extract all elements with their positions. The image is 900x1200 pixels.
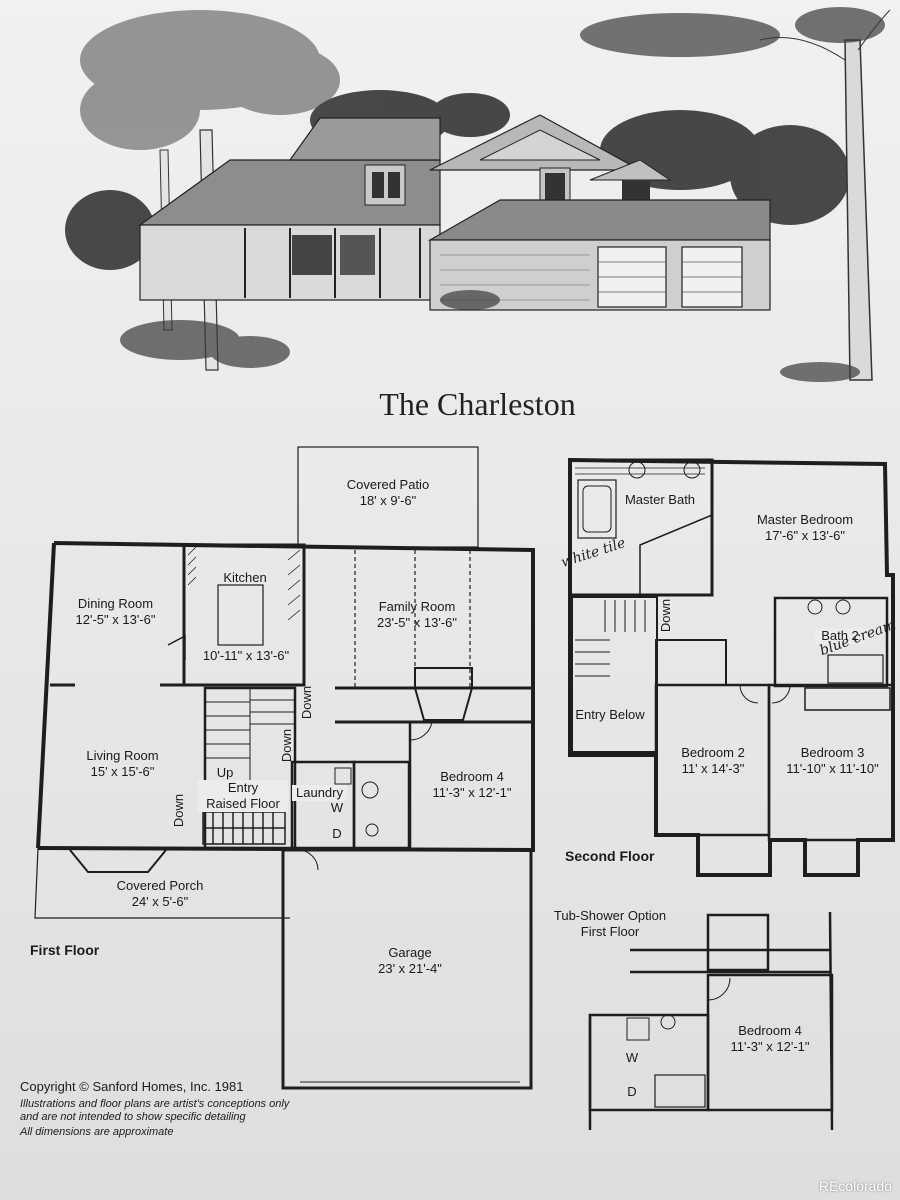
stairs-down-label-3: Down — [171, 793, 187, 828]
house-illustration — [50, 7, 891, 382]
garage-name: Garage — [388, 945, 432, 960]
second-floor-stairs-down-label: Down — [658, 598, 674, 633]
entry-below-label: Entry Below — [575, 707, 645, 722]
bedroom3-name: Bedroom 3 — [800, 745, 865, 760]
covered-porch-dim: 24' x 5'-6" — [131, 894, 189, 909]
living-room-label: Living Room 15' x 15'-6" — [70, 748, 175, 780]
dining-room-label: Dining Room 12'-5" x 13'-6" — [58, 596, 173, 628]
family-room-name: Family Room — [378, 599, 456, 614]
tub-option-label: Tub-Shower Option First Floor — [540, 908, 680, 940]
tub-option-title: Tub-Shower Option — [553, 908, 667, 923]
stairs-up-label: Up — [216, 765, 234, 780]
tub-bedroom4-name: Bedroom 4 — [738, 1023, 802, 1038]
covered-patio-dim: 18' x 9'-6" — [359, 493, 417, 508]
dryer-label: D — [332, 826, 342, 841]
bedroom2-dim: 11' x 14'-3" — [681, 761, 745, 776]
bedroom4-dim: 11'-3" x 12'-1" — [432, 785, 512, 800]
covered-patio-label: Covered Patio 18' x 9'-6" — [318, 477, 458, 509]
tub-washer-label: W — [625, 1050, 639, 1065]
watermark: REcolorado — [818, 1178, 892, 1194]
kitchen-dim: 10'-11" x 13'-6" — [202, 648, 290, 663]
entry-name: Entry — [227, 780, 259, 795]
tub-bedroom4-dim: 11'-3" x 12'-1" — [730, 1039, 810, 1054]
master-bedroom-label: Master Bedroom 17'-6" x 13'-6" — [745, 512, 865, 544]
tub-dryer-label: D — [627, 1084, 637, 1099]
entry-label: Entry Raised Floor — [198, 780, 288, 812]
bath2-label: Bath 2 — [815, 628, 865, 644]
disclaimer-line-2: and are not intended to show specific de… — [20, 1111, 246, 1123]
bedroom4-name: Bedroom 4 — [440, 769, 504, 784]
covered-patio-name: Covered Patio — [346, 477, 430, 492]
covered-porch-label: Covered Porch 24' x 5'-6" — [95, 878, 225, 910]
disclaimer-line-1: Illustrations and floor plans are artist… — [20, 1098, 290, 1110]
disclaimer-line-3: All dimensions are approximate — [20, 1126, 174, 1138]
plan-title: The Charleston — [379, 386, 576, 422]
garage-label: Garage 23' x 21'-4" — [355, 945, 465, 977]
tub-bedroom4-label: Bedroom 4 11'-3" x 12'-1" — [720, 1023, 820, 1055]
dining-room-name: Dining Room — [77, 596, 154, 611]
garage-dim: 23' x 21'-4" — [378, 961, 442, 976]
bedroom2-label: Bedroom 2 11' x 14'-3" — [668, 745, 758, 777]
second-floor-title: Second Floor — [565, 848, 655, 864]
living-room-dim: 15' x 15'-6" — [90, 764, 155, 779]
stairs-down-label-2: Down — [279, 728, 295, 763]
covered-porch-name: Covered Porch — [116, 878, 204, 893]
first-floor-title: First Floor — [30, 942, 100, 958]
stairs-down-label-1: Down — [299, 685, 315, 720]
master-bedroom-dim: 17'-6" x 13'-6" — [765, 528, 845, 543]
family-room-label: Family Room 23'-5" x 13'-6" — [357, 599, 477, 631]
family-room-dim: 23'-5" x 13'-6" — [377, 615, 457, 630]
bedroom3-label: Bedroom 3 11'-10" x 11'-10" — [780, 745, 885, 777]
tub-option-sub: First Floor — [580, 924, 640, 939]
bedroom4-label: Bedroom 4 11'-3" x 12'-1" — [422, 769, 522, 801]
bedroom3-dim: 11'-10" x 11'-10" — [786, 761, 879, 776]
bedroom2-name: Bedroom 2 — [681, 745, 745, 760]
entry-sub: Raised Floor — [206, 796, 280, 811]
master-bedroom-name: Master Bedroom — [756, 512, 854, 527]
kitchen-label: Kitchen — [223, 570, 267, 585]
washer-label: W — [330, 800, 344, 815]
master-bath-label: Master Bath — [624, 492, 696, 507]
dining-room-dim: 12'-5" x 13'-6" — [75, 612, 156, 627]
copyright-line: Copyright © Sanford Homes, Inc. 1981 — [20, 1079, 244, 1094]
living-room-name: Living Room — [86, 748, 159, 763]
laundry-label: Laundry — [292, 785, 347, 801]
